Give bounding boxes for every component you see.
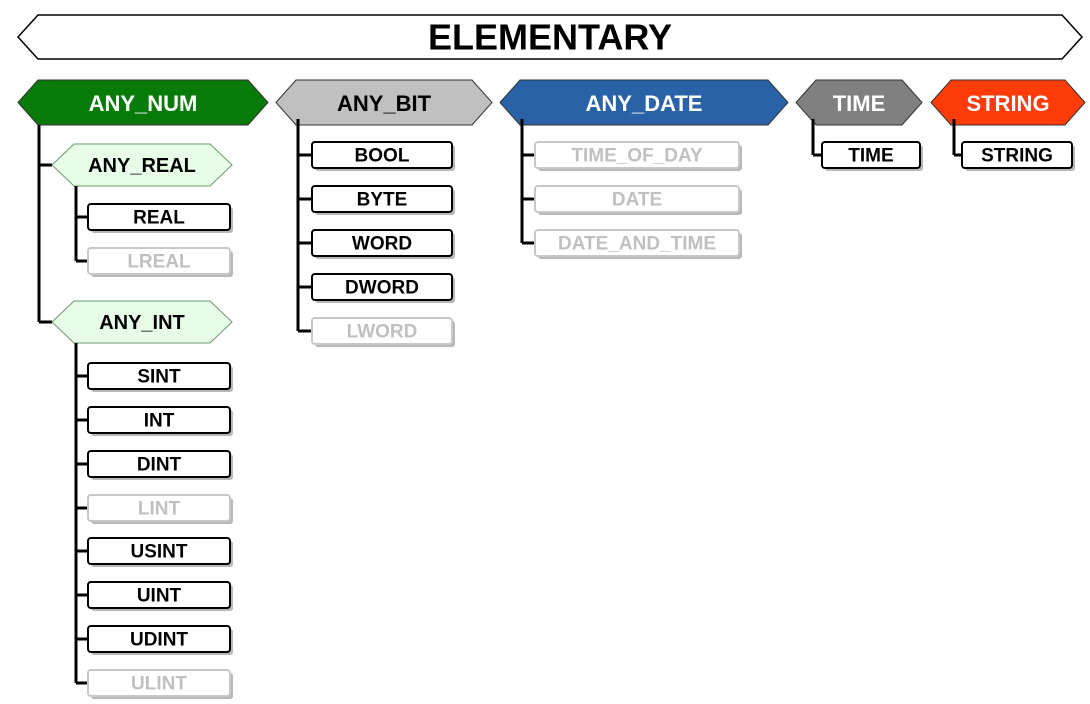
category-label-any-num: ANY_NUM [89,91,198,116]
subcategory-label-any-real: ANY_REAL [88,155,196,177]
type-box-usint: USINT [87,537,233,567]
type-box-time-of-day: TIME_OF_DAY [534,141,742,171]
type-label-udint: UDINT [130,630,188,651]
type-label-ulint: ULINT [131,674,187,695]
type-box-frame [87,494,231,522]
type-box-udint: UDINT [87,625,233,655]
type-box-word: WORD [311,229,455,259]
type-box-ulint: ULINT [87,669,233,699]
type-box-frame [87,406,231,434]
type-box-date: DATE [534,185,742,215]
category-label-time: TIME [833,91,886,116]
type-label-date-and-time: DATE_AND_TIME [558,234,716,255]
subcategory-any-int [51,300,233,344]
diagram-title: ELEMENTARY [428,17,672,58]
category-label-any-date: ANY_DATE [586,91,703,116]
type-box-frame [311,273,453,301]
type-label-string: STRING [981,146,1053,167]
type-label-word: WORD [352,234,412,255]
type-box-bool: BOOL [311,141,455,171]
type-box-uint: UINT [87,581,233,611]
subcategory-any-real [51,143,233,187]
type-box-time: TIME [821,141,923,171]
type-box-string: STRING [961,141,1075,171]
type-box-int: INT [87,406,233,436]
category-any-date [499,79,789,126]
category-label-any-bit: ANY_BIT [337,91,432,116]
category-label-string: STRING [966,91,1049,116]
type-box-sint: SINT [87,362,233,392]
type-label-usint: USINT [131,542,188,563]
type-box-lint: LINT [87,494,233,524]
type-label-sint: SINT [137,367,181,388]
type-box-frame [961,141,1073,169]
type-box-frame [311,141,453,169]
type-box-frame [87,203,231,231]
type-box-frame [311,185,453,213]
type-label-int: INT [144,411,175,432]
type-label-byte: BYTE [357,190,408,211]
type-box-frame [87,625,231,653]
type-label-lint: LINT [138,499,181,520]
type-box-frame [87,450,231,478]
type-label-bool: BOOL [355,146,410,167]
type-label-real: REAL [133,208,185,229]
type-box-frame [534,185,740,213]
type-box-frame [87,581,231,609]
category-time [795,79,923,126]
type-box-frame [534,229,740,257]
type-label-dword: DWORD [345,278,419,299]
type-label-time: TIME [848,146,893,167]
type-label-dint: DINT [137,455,182,476]
type-box-dint: DINT [87,450,233,480]
type-box-frame [87,669,231,697]
type-box-byte: BYTE [311,185,455,215]
type-box-lword: LWORD [311,317,455,347]
type-label-uint: UINT [137,586,182,607]
type-box-frame [311,317,453,345]
type-label-lword: LWORD [347,322,418,343]
type-box-frame [87,247,231,275]
type-label-lreal: LREAL [127,252,191,273]
type-box-frame [534,141,740,169]
type-box-dword: DWORD [311,273,455,303]
category-string [930,79,1086,126]
title-banner [16,14,1084,60]
type-box-lreal: LREAL [87,247,233,277]
category-any-bit [275,79,493,126]
type-box-frame [87,362,231,390]
type-label-time-of-day: TIME_OF_DAY [571,146,703,167]
type-box-real: REAL [87,203,233,233]
type-box-frame [87,537,231,565]
type-box-frame [821,141,921,169]
subcategory-label-any-int: ANY_INT [99,312,185,334]
type-label-date: DATE [612,190,662,211]
type-box-date-and-time: DATE_AND_TIME [534,229,742,259]
type-box-frame [311,229,453,257]
